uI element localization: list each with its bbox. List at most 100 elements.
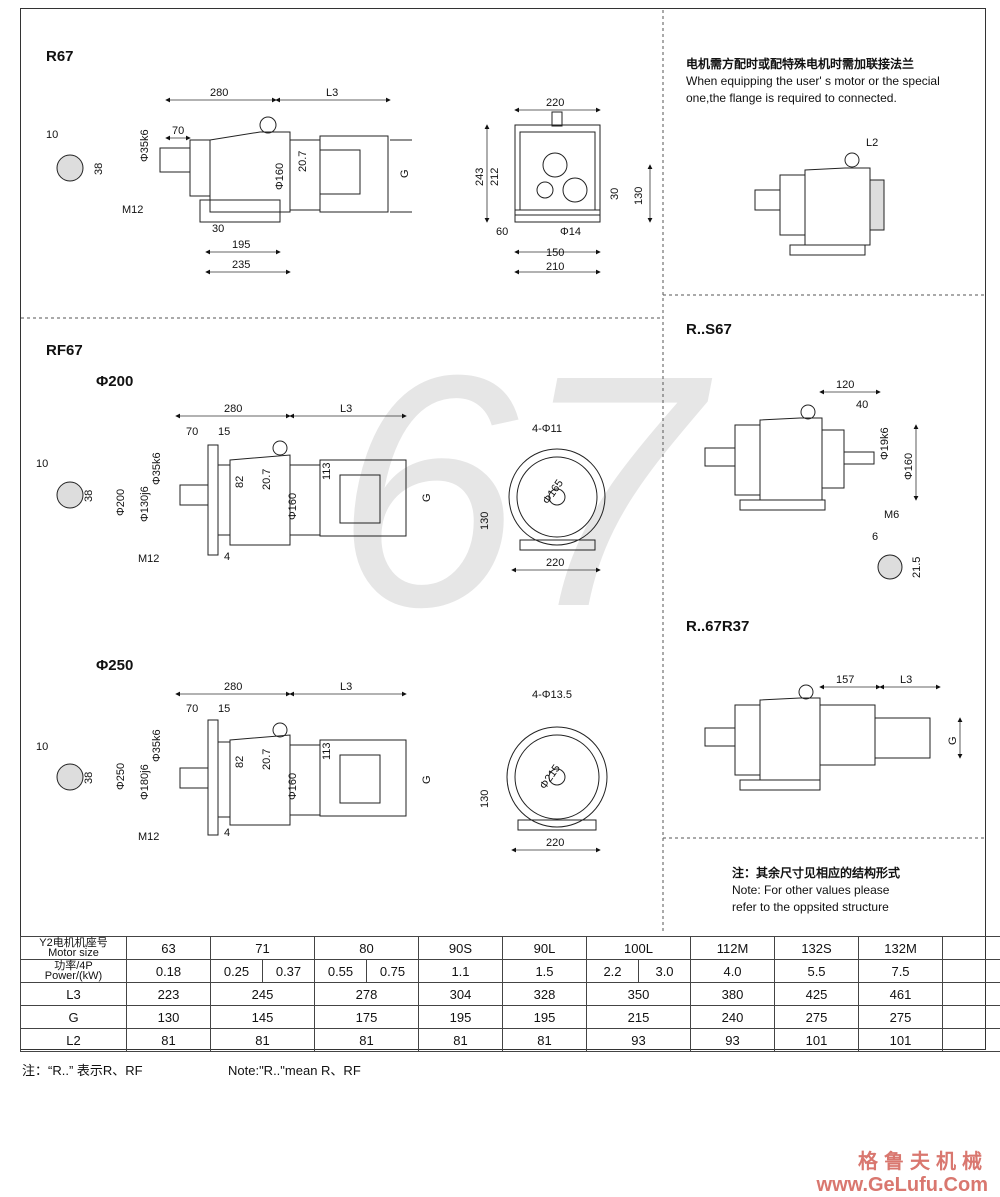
rf200-dim-m12: M12 [138, 553, 159, 565]
rf200-dim-15: 15 [218, 426, 230, 438]
r67-dim-m12: M12 [122, 204, 143, 216]
r67-dim-160: Φ160 [274, 163, 286, 190]
rf250-dim-l3: L3 [340, 681, 352, 693]
power-cell: 2.2 [587, 960, 639, 983]
rs67-view [705, 405, 902, 579]
empty-cell [943, 1006, 1000, 1029]
power-cell: 0.55 [315, 960, 367, 983]
empty-cell [943, 1029, 1000, 1052]
rf200-dim-4: 4 [224, 551, 230, 563]
rf250-dim-113: 113 [321, 742, 333, 760]
title-rs67: R..S67 [686, 321, 732, 338]
brand-url: www.GeLufu.Com [817, 1174, 988, 1197]
size-cell: 100L [587, 937, 691, 960]
value-cell: 223 [127, 983, 211, 1006]
row-label: L2 [21, 1029, 127, 1052]
other-note-en-1: Note: For other values please [732, 882, 972, 899]
rf200-dim-280: 280 [224, 403, 242, 415]
rf200-dim-l3: L3 [340, 403, 352, 415]
rf200-dim-130: 130 [479, 512, 491, 530]
rf250-dim-215: Φ215 [538, 763, 563, 792]
rs67-dim-21-5: 21.5 [911, 557, 923, 578]
rf200-dim-g: G [421, 493, 433, 502]
rs67-dim-40: 40 [856, 399, 868, 411]
title-rf67: RF67 [46, 342, 83, 359]
power-cell: 1.1 [419, 960, 503, 983]
right-column-dimension-labels: L2 120 40 Φ19k6 Φ160 M6 6 21.5 157 L3 G [836, 137, 959, 745]
size-cell: 132S [775, 937, 859, 960]
r67-dim-150: 150 [546, 247, 564, 259]
rs67-dim-m6: M6 [884, 509, 899, 521]
r67-end-view [515, 112, 600, 222]
r67-dim-l3: L3 [326, 87, 338, 99]
title-phi250: Φ250 [96, 657, 133, 674]
power-cell: 3.0 [639, 960, 691, 983]
rf250-dim-m12: M12 [138, 831, 159, 843]
value-cell: 81 [503, 1029, 587, 1052]
value-cell: 101 [775, 1029, 859, 1052]
flange-view [755, 153, 884, 255]
rf250-dim-180j6: Φ180j6 [139, 764, 151, 800]
power-cell: 0.75 [367, 960, 419, 983]
value-cell: 425 [775, 983, 859, 1006]
footer-note-en: Note:"R.."mean R、RF [228, 1060, 361, 1079]
value-cell: 275 [775, 1006, 859, 1029]
value-cell: 81 [211, 1029, 315, 1052]
value-cell: 350 [587, 983, 691, 1006]
row-label: G [21, 1006, 127, 1029]
header-power-en: Power/(kW) [21, 971, 126, 981]
value-cell: 240 [691, 1006, 775, 1029]
power-cell: 5.5 [775, 960, 859, 983]
rf250-dimension-labels: 280 L3 70 15 10 38 Φ35k6 Φ250 Φ180j6 82 … [36, 681, 572, 849]
empty-cell [943, 960, 1000, 983]
flange-note-en-1: When equipping the user' s motor or the … [686, 73, 976, 90]
rf250-dim-70: 70 [186, 703, 198, 715]
other-values-note: 注：其余尺寸见相应的结构形式 Note: For other values pl… [732, 865, 972, 916]
rf200-dim-70: 70 [186, 426, 198, 438]
value-cell: 278 [315, 983, 419, 1006]
size-cell: 80 [315, 937, 419, 960]
rf250-dim-220: 220 [546, 837, 564, 849]
rf250-dim-shaft: Φ35k6 [151, 729, 163, 762]
r67-dim-g: G [399, 169, 411, 178]
value-cell: 195 [503, 1006, 587, 1029]
value-cell: 81 [315, 1029, 419, 1052]
rf200-dim-20-7: 20.7 [261, 469, 273, 490]
row-l2: L2 81 81 81 81 81 93 93 101 101 [21, 1029, 1000, 1052]
header-motor-size: Y2电机机座号 Motor size [21, 937, 127, 960]
rf200-dim-holes: 4-Φ11 [532, 423, 562, 435]
flange-dim-l2: L2 [866, 137, 878, 149]
rf250-dim-20-7: 20.7 [261, 749, 273, 770]
r67-dim-280: 280 [210, 87, 228, 99]
r67-dim-60: 60 [496, 226, 508, 238]
title-r67r37: R..67R37 [686, 618, 749, 635]
power-cell: 0.18 [127, 960, 211, 983]
row-power: 功率/4P Power/(kW) 0.18 0.25 0.37 0.55 0.7… [21, 960, 1000, 983]
rf200-dim-shaft: Φ35k6 [151, 452, 163, 485]
r67r37-dim-g: G [947, 736, 959, 745]
rf250-dim-4: 4 [224, 827, 230, 839]
value-cell: 380 [691, 983, 775, 1006]
power-cell: 0.25 [211, 960, 263, 983]
drawing-canvas: 67 [0, 0, 1000, 940]
value-cell: 175 [315, 1006, 419, 1029]
r67-dim-130: 130 [633, 187, 645, 205]
rf200-dim-38: 38 [83, 490, 95, 502]
value-cell: 328 [503, 983, 587, 1006]
rs67-dim-120: 120 [836, 379, 854, 391]
r67-dim-14: Φ14 [560, 226, 581, 238]
r67-dim-10: 10 [46, 129, 58, 141]
value-cell: 93 [691, 1029, 775, 1052]
rf200-dim-130j6: Φ130j6 [139, 486, 151, 522]
r67-dim-38: 38 [93, 163, 105, 175]
rf250-dim-160: Φ160 [287, 773, 299, 800]
header-power: 功率/4P Power/(kW) [21, 960, 127, 983]
size-cell: 63 [127, 937, 211, 960]
value-cell: 461 [859, 983, 943, 1006]
spec-table: Y2电机机座号 Motor size 63 71 80 90S 90L 100L… [20, 936, 1000, 1052]
r67-side-view [57, 117, 412, 222]
value-cell: 195 [419, 1006, 503, 1029]
r67-dim-shaft: Φ35k6 [139, 129, 151, 162]
rs67-dim-6: 6 [872, 531, 878, 543]
rf250-dim-82: 82 [234, 756, 246, 768]
